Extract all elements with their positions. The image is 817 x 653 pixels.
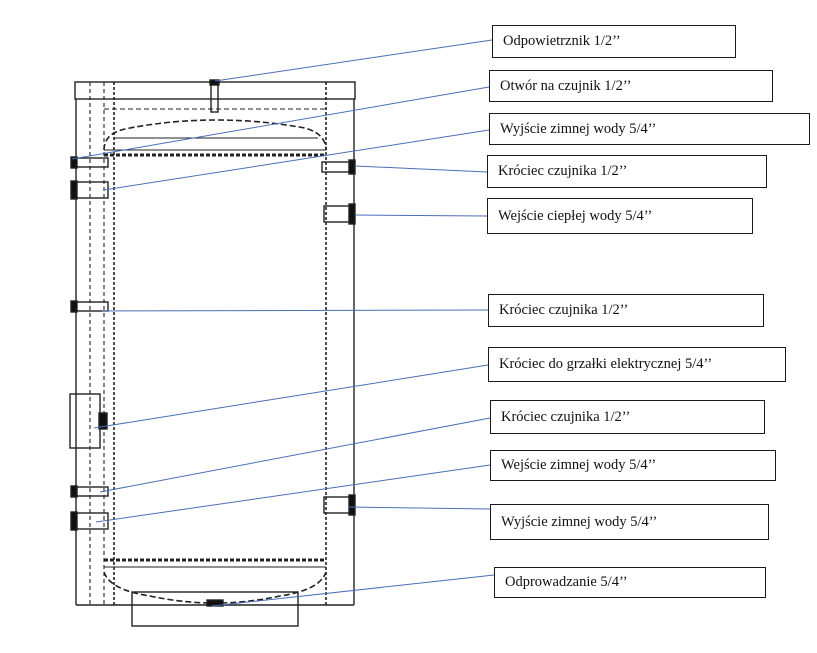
fitting-cold-out-top <box>73 181 109 199</box>
leader-lines <box>71 39 495 607</box>
label-text: Wyjście zimnej wody 5/4’’ <box>501 513 658 530</box>
top-dome <box>103 119 327 151</box>
label-krociec-grzalki: Króciec do grzałki elektrycznej 5/4’’ <box>488 347 786 382</box>
fitting-sensor-right-top-nut <box>348 159 356 175</box>
leader-krociec-grzalki <box>93 364 489 429</box>
label-otwor-czujnik: Otwór na czujnik 1/2’’ <box>489 70 773 102</box>
fitting-heater-nut <box>98 412 108 430</box>
label-odpowietrznik: Odpowietrznik 1/2’’ <box>492 25 736 58</box>
label-text: Odpowietrznik 1/2’’ <box>503 33 621 50</box>
fitting-sensor-left-top-nut <box>70 156 78 169</box>
label-wyjscie-zimnej-top: Wyjście zimnej wody 5/4’’ <box>489 113 810 145</box>
label-odprowadzanie: Odprowadzanie 5/4’’ <box>494 567 766 598</box>
tank-base <box>131 591 299 627</box>
label-text: Otwór na czujnik 1/2’’ <box>500 77 632 94</box>
fitting-sensor-left-top <box>73 157 109 168</box>
fitting-cold-out-bottom <box>323 496 353 514</box>
fitting-sensor-mid-nut <box>70 300 78 313</box>
label-text: Odprowadzanie 5/4’’ <box>505 574 628 591</box>
label-text: Króciec czujnika 1/2’’ <box>498 163 628 180</box>
label-wejscie-zimnej: Wejście zimnej wody 5/4’’ <box>490 450 776 481</box>
label-text: Wejście zimnej wody 5/4’’ <box>501 457 657 474</box>
label-wejscie-cieplej: Wejście ciepłej wody 5/4’’ <box>487 198 753 234</box>
label-krociec-czujnika-top: Króciec czujnika 1/2’’ <box>487 155 767 188</box>
label-text: Króciec do grzałki elektrycznej 5/4’’ <box>499 356 713 373</box>
leader-odprowadzanie <box>211 574 495 607</box>
label-krociec-czujnika-mid: Króciec czujnika 1/2’’ <box>488 294 764 327</box>
vent-nipple <box>210 81 219 113</box>
fitting-cold-in-nut <box>70 511 78 531</box>
leader-odpowietrznik <box>214 39 493 82</box>
fitting-cold-out-top-nut <box>70 180 78 200</box>
leader-wejscie-zimnej <box>95 464 491 523</box>
fitting-hot-in-nut <box>348 203 356 225</box>
label-text: Króciec czujnika 1/2’’ <box>501 408 631 425</box>
leader-otwor-czujnik <box>71 86 490 160</box>
leader-wyjscie-zimnej-bottom <box>347 506 491 510</box>
label-text: Króciec czujnika 1/2’’ <box>499 302 629 319</box>
fitting-sensor-mid <box>73 301 109 312</box>
bottom-dome <box>103 571 327 604</box>
leader-krociec-czujnika-mid <box>101 309 489 312</box>
vent-nipple-cap <box>209 79 220 86</box>
tank-drawing <box>69 79 356 627</box>
fitting-hot-in <box>323 205 353 223</box>
leader-wyjscie-zimnej-top <box>103 129 490 191</box>
fitting-heater-housing <box>69 393 101 449</box>
label-text: Wejście ciepłej wody 5/4’’ <box>498 207 653 224</box>
fitting-cold-out-bottom-nut <box>348 494 356 516</box>
leader-krociec-czujnika-low <box>99 417 491 493</box>
label-krociec-czujnika-low: Króciec czujnika 1/2’’ <box>490 400 765 434</box>
label-text: Wyjście zimnej wody 5/4’’ <box>500 120 657 137</box>
leader-krociec-czujnika-top <box>354 165 488 173</box>
label-wyjscie-zimnej-bottom: Wyjście zimnej wody 5/4’’ <box>490 504 769 540</box>
fitting-sensor-low-nut <box>70 485 78 498</box>
leader-wejscie-cieplej <box>354 214 488 217</box>
